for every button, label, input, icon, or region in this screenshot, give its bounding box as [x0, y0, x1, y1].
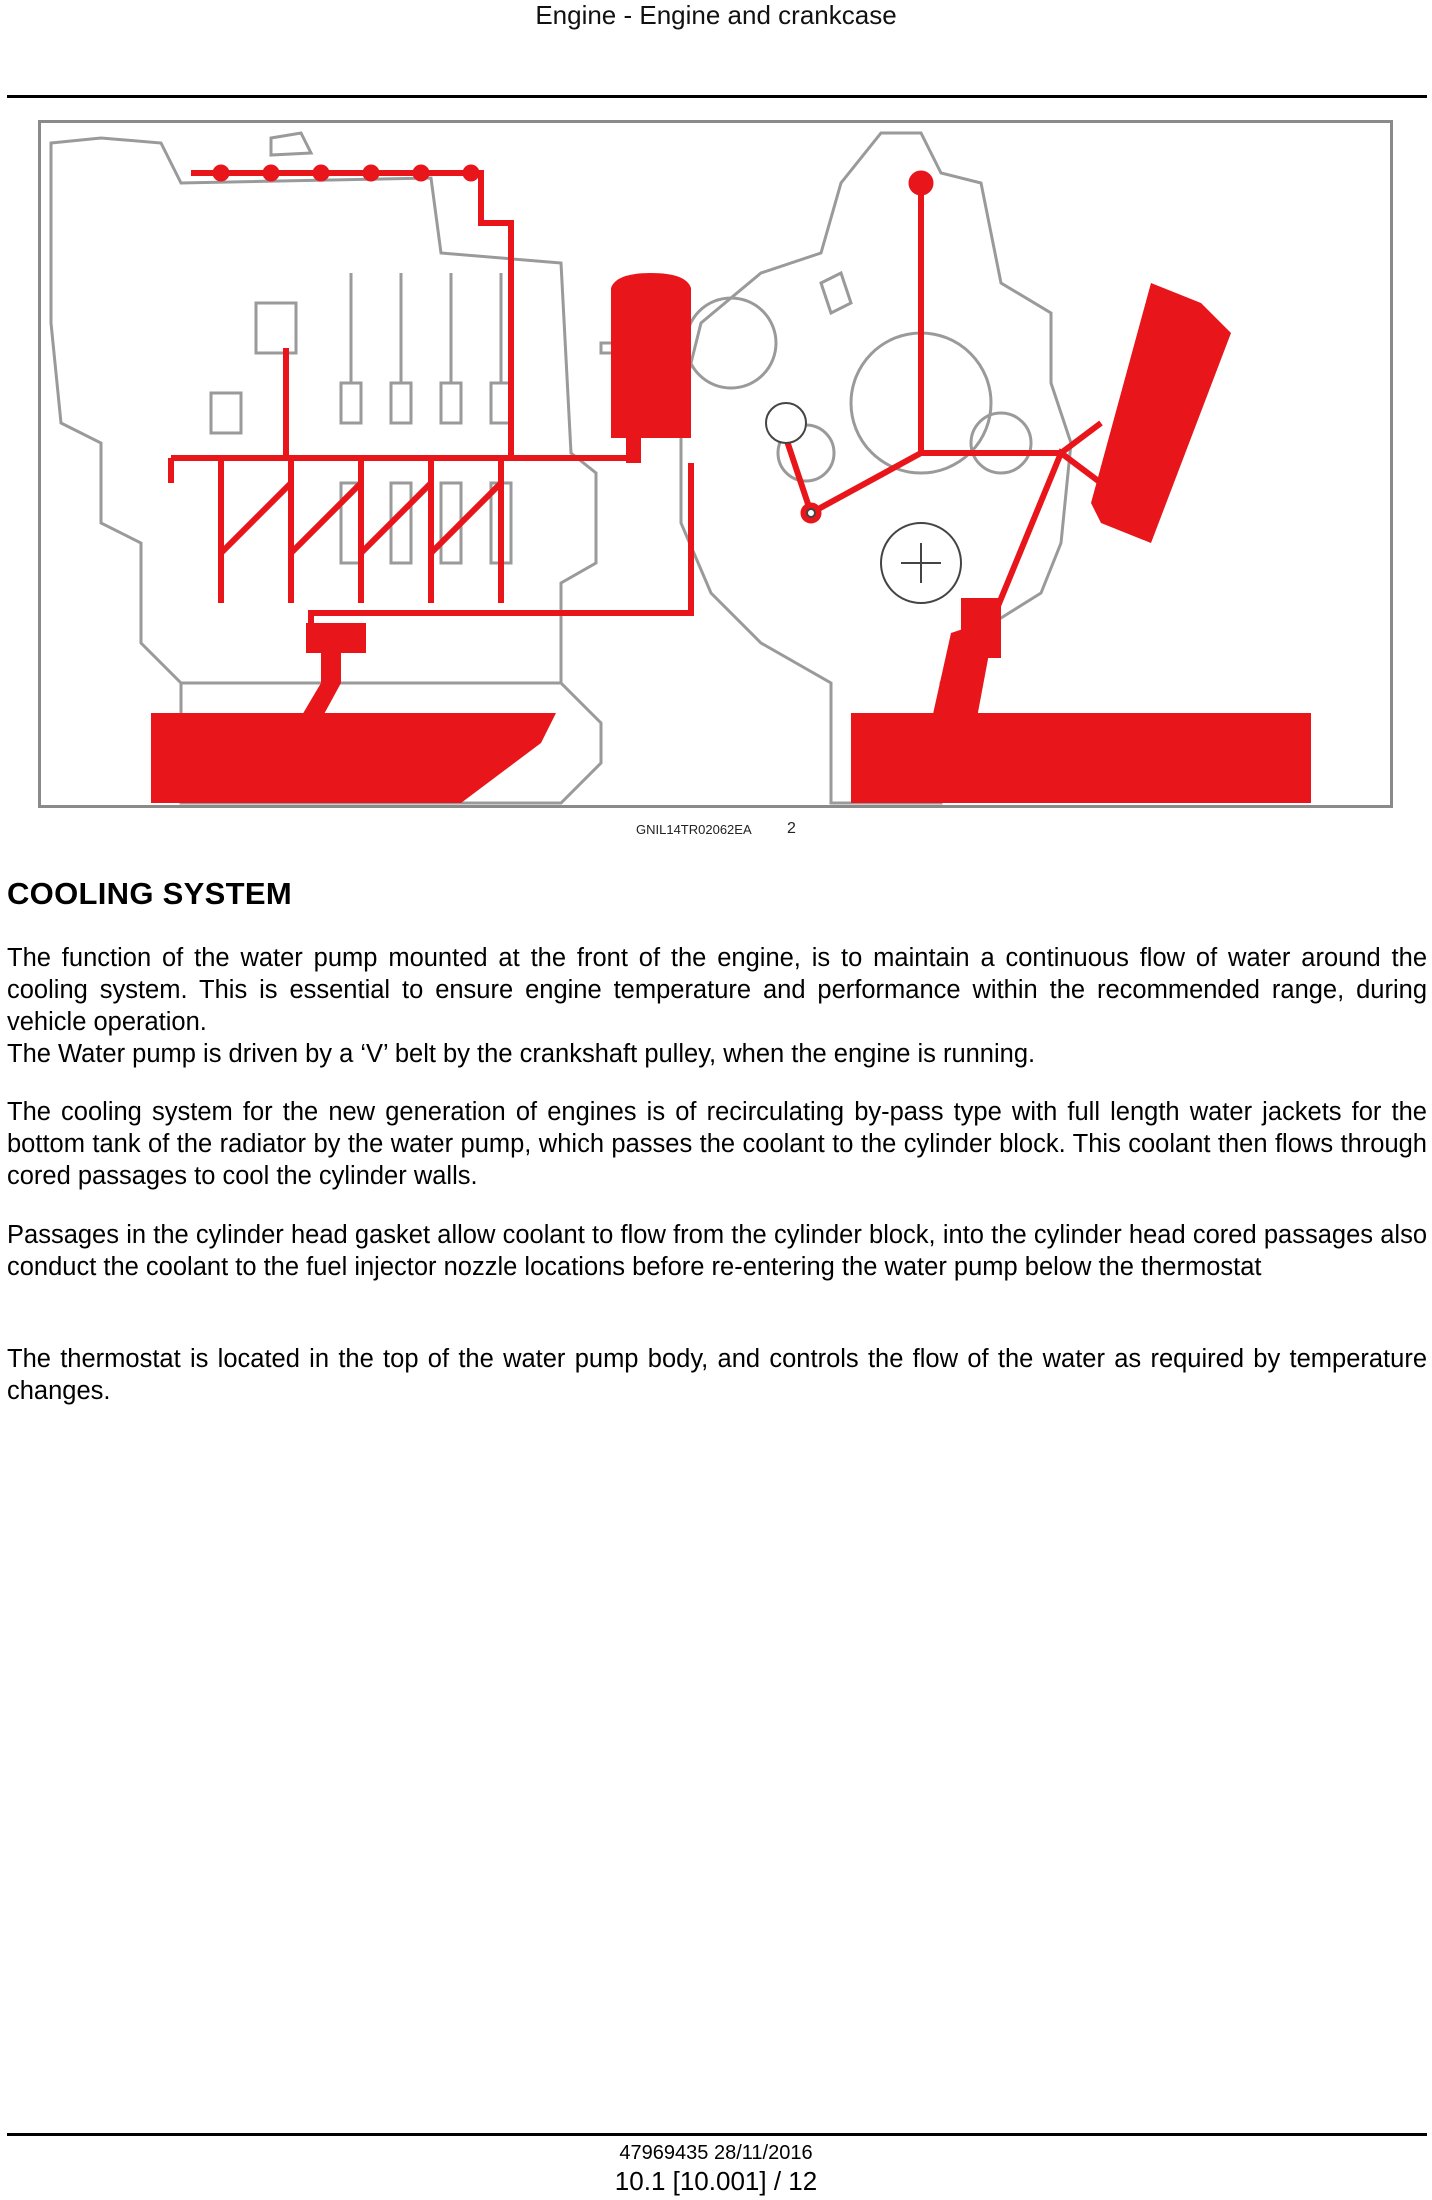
figure-code: GNIL14TR02062EA [636, 822, 752, 837]
paragraph-2: The cooling system for the new generatio… [7, 1098, 1427, 1190]
figure-caption: GNIL14TR02062EA 2 [0, 820, 1432, 842]
paragraph-4: The thermostat is located in the top of … [7, 1345, 1427, 1405]
paragraph-1: The function of the water pump mounted a… [7, 942, 1427, 1070]
engine-diagram-svg [49, 131, 1311, 805]
footer-page-number: 10.1 [10.001] / 12 [614, 2166, 818, 2196]
section-title: COOLING SYSTEM [7, 876, 292, 911]
footer-rule [7, 2133, 1427, 2136]
oil-flow [151, 164, 1311, 803]
gears [765, 402, 962, 604]
page-header-title: Engine - Engine and crankcase [535, 0, 897, 30]
paragraph-1-text: The function of the water pump mounted a… [7, 944, 1427, 1036]
footer-doc-code: 47969435 28/11/2016 [619, 2142, 813, 2164]
paragraph-3: Passages in the cylinder head gasket all… [7, 1221, 1427, 1281]
figure-number: 2 [787, 820, 796, 837]
header-rule [7, 95, 1427, 98]
paragraph-1b-text: The Water pump is driven by a ‘V’ belt b… [7, 1040, 1036, 1068]
engine-lubrication-diagram [38, 120, 1393, 808]
